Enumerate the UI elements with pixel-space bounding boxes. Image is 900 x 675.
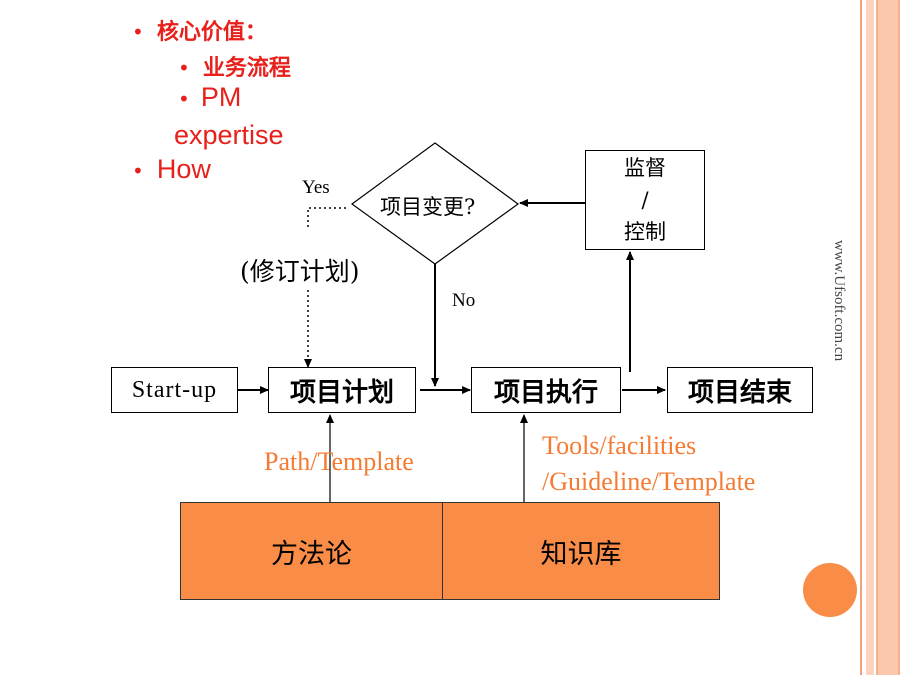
control-label: 控制: [624, 220, 666, 244]
startup-box: Start-up: [111, 367, 238, 413]
bullet-core-value: • 核心价值：: [132, 19, 267, 45]
decorative-circle: [803, 563, 857, 617]
border-stripe-inner: [866, 0, 874, 675]
watermark-url: www.Ufsoft.com.cn: [831, 240, 847, 362]
decision-label: 项目变更?: [380, 195, 476, 219]
project-plan-box: 项目计划: [268, 367, 416, 413]
guideline-template-label: /Guideline/Template: [542, 467, 756, 496]
methodology-block: 方法论: [180, 502, 443, 600]
yes-label: Yes: [302, 177, 330, 198]
slide-frame: [860, 0, 862, 675]
revise-plan-label: (修订计划): [240, 257, 360, 286]
monitor-control-box: 监督 / 控制: [585, 150, 705, 250]
project-close-box: 项目结束: [667, 367, 813, 413]
bullet-business-flow: • 业务流程: [178, 55, 291, 81]
bullet-pm: • PM: [178, 82, 242, 112]
bullet-how: • How: [132, 154, 211, 184]
path-template-label: Path/Template: [264, 447, 414, 476]
tools-facilities-label: Tools/facilities: [542, 431, 697, 460]
monitor-slash: /: [641, 188, 649, 212]
project-execute-box: 项目执行: [471, 367, 621, 413]
monitor-label: 监督: [624, 156, 666, 180]
arrow-decision-yes: [307, 207, 346, 228]
bullet-pm-expertise: expertise: [174, 120, 284, 150]
knowledge-base-block: 知识库: [442, 502, 720, 600]
border-stripe-highlight: [878, 0, 898, 675]
no-label: No: [452, 290, 476, 311]
